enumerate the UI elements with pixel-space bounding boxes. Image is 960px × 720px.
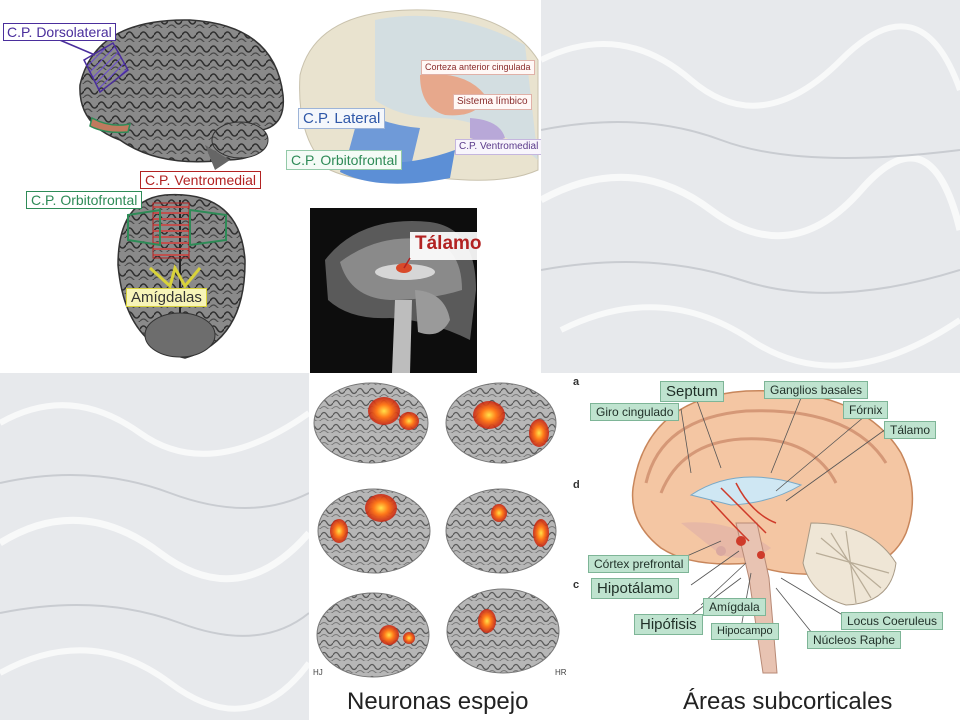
brain-render-1 [313, 382, 429, 464]
ventral-brain-illustration [117, 193, 246, 359]
marble-background-top-right [541, 0, 960, 373]
brain-render-3 [317, 488, 431, 574]
label-cp-orbitofrontal-ventral: C.P. Orbitofrontal [26, 191, 143, 209]
mirror-neurons-figure [313, 382, 560, 678]
corner-label-left: HJ [313, 668, 323, 677]
corner-label-right: HR [555, 668, 567, 677]
brain-render-5 [316, 592, 430, 678]
label-nucleos-raphe: Núcleos Raphe [807, 631, 902, 649]
label-cp-orbitofrontal-side: C.P. Orbitofrontal [286, 150, 403, 170]
label-cortex-prefrontal: Córtex prefrontal [588, 555, 690, 573]
label-hipotalamo: Hipotálamo [591, 578, 679, 599]
label-cp-ventromedial-ventral: C.P. Ventromedial [140, 171, 262, 189]
dorsolateral-region [83, 41, 129, 94]
brain-regions-figure [54, 9, 539, 373]
label-corteza-cingulada: Corteza anterior cingulada [421, 60, 535, 75]
label-locus-coeruleus: Locus Coeruleus [841, 612, 944, 630]
side-letter-a: a [573, 376, 580, 388]
label-septum: Septum [660, 381, 724, 402]
mirror-neurons-panel: HJ HR Neuronas espejo [309, 373, 571, 720]
caption-areas-subcorticales: Áreas subcorticales [683, 688, 893, 715]
mri-image [310, 208, 494, 373]
side-letter-d: d [573, 479, 580, 491]
brain-render-4 [445, 488, 557, 574]
marble-background-bottom-left [0, 373, 309, 720]
label-amigdalas: Amígdalas [126, 288, 207, 307]
label-talamo: Tálamo [884, 421, 937, 439]
label-dorsolateral: C.P. Dorsolateral [3, 23, 116, 41]
caption-neuronas-espejo: Neuronas espejo [347, 688, 529, 715]
label-giro-cingulado: Giro cingulado [590, 403, 680, 421]
label-cp-lateral: C.P. Lateral [298, 108, 386, 129]
label-fornix: Fórnix [843, 401, 889, 419]
brain-regions-panel: C.P. Dorsolateral C.P. Lateral C.P. Orbi… [0, 0, 541, 373]
subcortical-panel: a d c Septum Ganglios basales Fórnix Tál… [571, 373, 960, 720]
side-letter-c: c [573, 579, 580, 591]
label-sistema-limbico: Sistema límbico [453, 94, 532, 110]
label-hipofisis: Hipófisis [634, 614, 703, 635]
orbitofrontal-region-side [89, 116, 132, 134]
brain-render-6 [446, 588, 560, 674]
label-ganglios-basales: Ganglios basales [764, 381, 869, 399]
label-amigdala: Amígdala [703, 598, 766, 616]
label-hipocampo: Hipocampo [711, 623, 779, 640]
lateral-brain-illustration [54, 19, 285, 170]
label-talamo-mri: Tálamo [415, 233, 482, 254]
label-cp-ventromedial-side: C.P. Ventromedial [455, 139, 541, 155]
brain-render-2 [445, 382, 557, 464]
